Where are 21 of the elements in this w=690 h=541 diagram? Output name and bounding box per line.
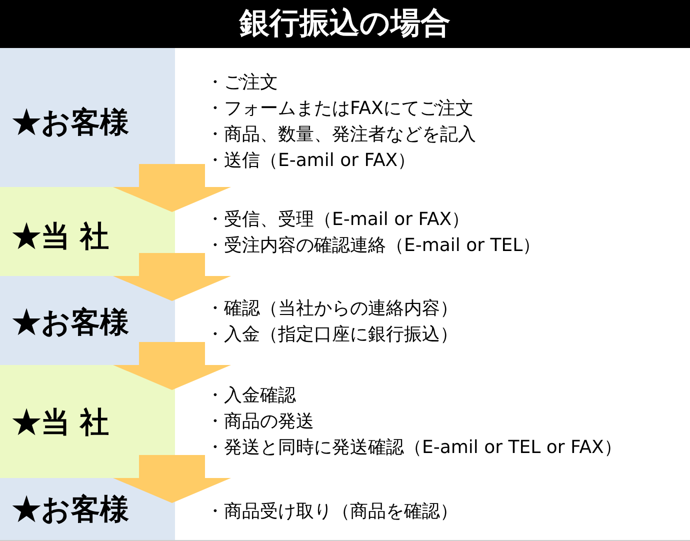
title-bar: 銀行振込の場合 <box>0 0 690 48</box>
step-band <box>0 478 690 541</box>
bullet-item: ・フォームまたはFAXにてご注文 <box>206 96 474 120</box>
arrow <box>113 253 231 301</box>
bullet-item: ・確認（当社からの連絡内容） <box>206 296 458 320</box>
bullet-item: ・商品受け取り（商品を確認） <box>206 500 458 524</box>
arrow <box>113 342 231 390</box>
bullet-item: ・受注内容の確認連絡（E-mail or TEL） <box>206 234 541 258</box>
bullet-item: ・ご注文 <box>206 70 278 94</box>
actor-panel: ★お客様 <box>0 478 175 540</box>
bullet-item: ・受信、受理（E-mail or FAX） <box>206 208 470 232</box>
bullet-item: ・商品の発送 <box>206 410 314 434</box>
bullet-item: ・発送と同時に発送確認（E-amil or TEL or FAX） <box>206 436 622 460</box>
bullet-item: ・入金確認 <box>206 384 296 408</box>
bullet-item: ・商品、数量、発注者などを記入 <box>206 122 476 146</box>
bullet-item: ・入金（指定口座に銀行振込） <box>206 322 458 346</box>
bullet-item: ・送信（E-amil or FAX） <box>206 148 416 172</box>
actor-panel: ★当 社 <box>0 365 175 478</box>
arrow <box>113 164 231 212</box>
actor-panel: ★お客様 <box>0 48 175 187</box>
arrow <box>113 455 231 503</box>
